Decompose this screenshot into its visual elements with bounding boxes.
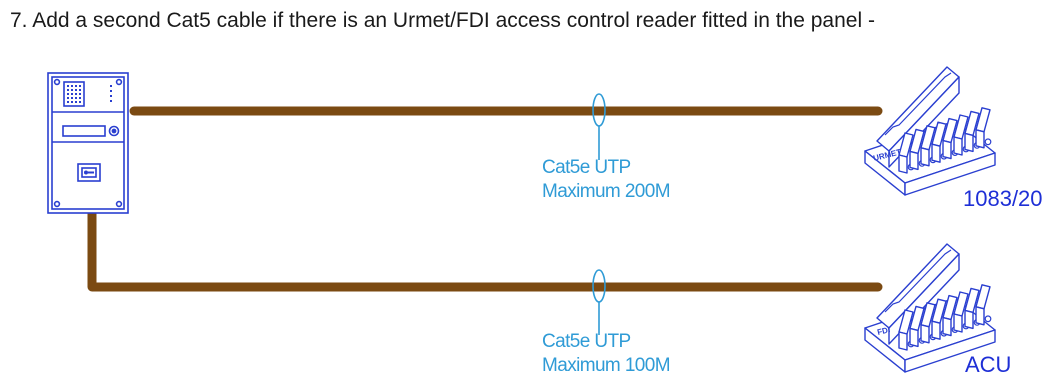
terminal-fin [920, 125, 937, 167]
device-model-urmet: 1083/20 [963, 186, 1043, 211]
cable-label-top: Cat5e UTP Maximum 200M [542, 156, 671, 204]
instruction-heading: 7. Add a second Cat5 cable if there is a… [10, 9, 875, 32]
cable-label-bottom: Cat5e UTP Maximum 100M [542, 330, 671, 378]
cable-bottom [87, 209, 883, 292]
screw-icon [984, 315, 992, 323]
terminal-block-urmet [864, 66, 996, 196]
cable-marker-top [592, 93, 606, 160]
device-model-fdi: ACU [965, 352, 1012, 377]
terminal-fin [975, 107, 992, 149]
entrance-panel [47, 72, 129, 214]
cable-marker-bottom [592, 269, 606, 335]
device-brand-fdi: FDI [876, 325, 891, 337]
name-plate [62, 125, 106, 137]
cable-type-label: Cat5e UTP [542, 331, 631, 352]
access-reader [77, 163, 101, 182]
call-button [108, 125, 120, 137]
screw-icon [984, 138, 992, 146]
speaker-grille [63, 81, 112, 107]
terminal-fin [953, 291, 970, 333]
terminal-block-fdi [864, 243, 996, 373]
terminal-fin [953, 114, 970, 156]
cable-type-label: Cat5e UTP [542, 157, 631, 178]
terminal-fin [975, 284, 992, 326]
terminal-fin [909, 305, 926, 348]
cable-length-label: Maximum 200M [542, 181, 671, 202]
terminal-fin [964, 287, 981, 330]
cable-length-label: Maximum 100M [542, 355, 671, 376]
